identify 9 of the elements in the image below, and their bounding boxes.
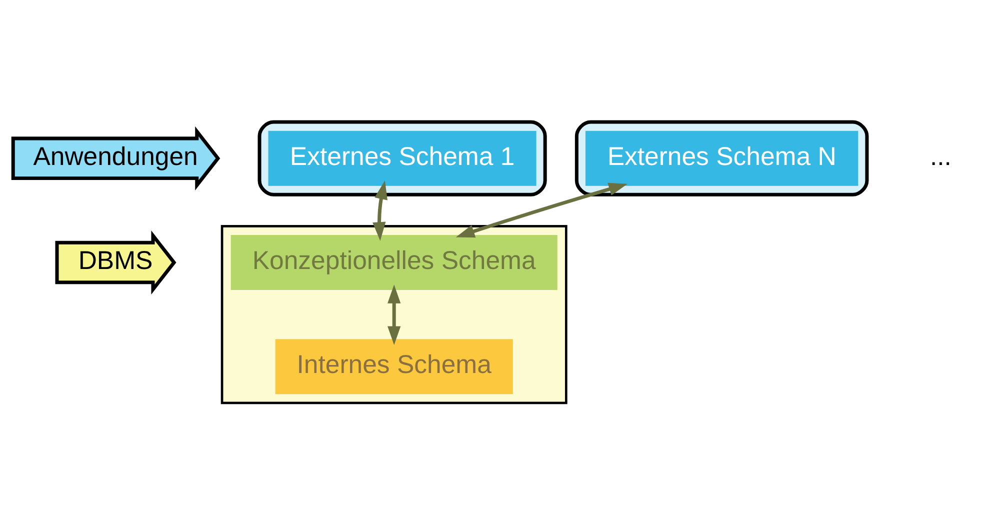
label: ...: [930, 142, 952, 171]
node-box: Externes Schema 1: [268, 130, 536, 186]
node-box: Externes Schema N: [585, 130, 858, 186]
arrow: [456, 182, 628, 238]
arrow: [372, 180, 388, 241]
cluster: [258, 120, 547, 196]
node-box: Internes Schema: [275, 339, 513, 394]
arrow: [388, 284, 401, 346]
node-box: Konzeptionelles Schema: [230, 235, 558, 290]
